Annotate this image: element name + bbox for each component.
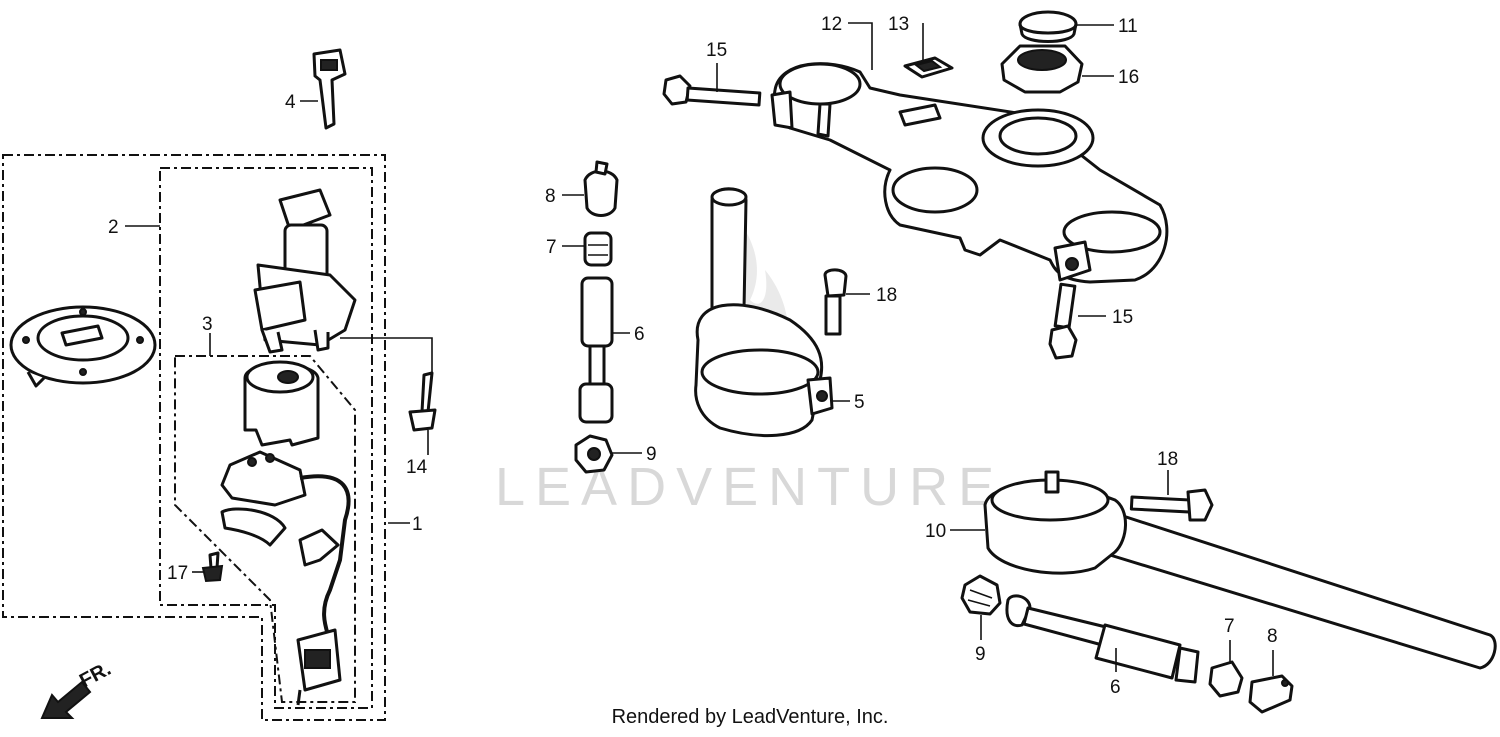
callout-18b: 18 [1157,449,1178,470]
nut-7b [1208,660,1244,698]
bolt-18b [1129,488,1214,522]
ignition-switch-body [253,188,357,354]
callout-14: 14 [406,457,428,478]
screw-17 [201,551,224,583]
callout-9b: 9 [975,644,986,665]
bolt-15a [662,74,762,107]
ignition-assembly-frame [2,154,386,721]
callout-10: 10 [925,521,946,542]
callout-7a: 7 [546,237,557,258]
fuel-filler-cap [9,305,157,388]
callout-17: 17 [167,563,188,584]
left-handlebar-clamp [694,187,834,437]
callout-8b: 8 [1267,626,1278,647]
handlebar-shaft-6a [578,276,614,424]
right-handlebar [983,470,1497,670]
watermark-text: LEADVENTURE [495,457,1004,517]
callout-13: 13 [888,14,909,35]
top-fork-bridge [770,62,1169,284]
callout-6b: 6 [1110,677,1121,698]
callout-2: 2 [108,217,119,238]
callout-1: 1 [412,514,423,535]
callout-4: 4 [285,92,296,113]
handlebar-shaft-6b [1005,594,1200,684]
callout-7b: 7 [1224,616,1235,637]
switch-contact-base [220,450,351,706]
screw-14 [408,371,437,432]
callout-6a: 6 [634,324,645,345]
callout-16: 16 [1118,67,1139,88]
callout-12: 12 [821,14,842,35]
stem-nut-16 [1000,44,1084,94]
callout-3: 3 [202,314,213,335]
nut-7a [583,231,613,267]
cap-11 [1018,10,1078,43]
credit-text: Rendered by LeadVenture, Inc. [611,706,889,728]
leader-lines [125,22,1274,676]
handlebar-bolt-collar-8a [583,160,619,217]
ignition-key [312,48,347,130]
callout-18a: 18 [876,285,897,306]
callout-15a: 15 [706,40,727,61]
callout-9a: 9 [646,444,657,465]
nut-9b [960,574,1002,616]
callout-11: 11 [1118,16,1138,37]
callout-15b: 15 [1112,307,1133,328]
switch-cover [243,360,320,447]
callout-5: 5 [854,392,865,413]
front-direction-arrow-icon [40,680,92,719]
bolt-18a [823,268,848,336]
label-plate-13 [903,56,954,79]
callout-8a: 8 [545,186,556,207]
collar-8b [1248,674,1294,714]
callout-numbers: 1 2 3 4 5 6 6 7 7 8 8 9 9 10 11 12 13 14… [108,14,1278,698]
bolt-15b [1048,282,1078,360]
nut-9a [574,434,614,474]
